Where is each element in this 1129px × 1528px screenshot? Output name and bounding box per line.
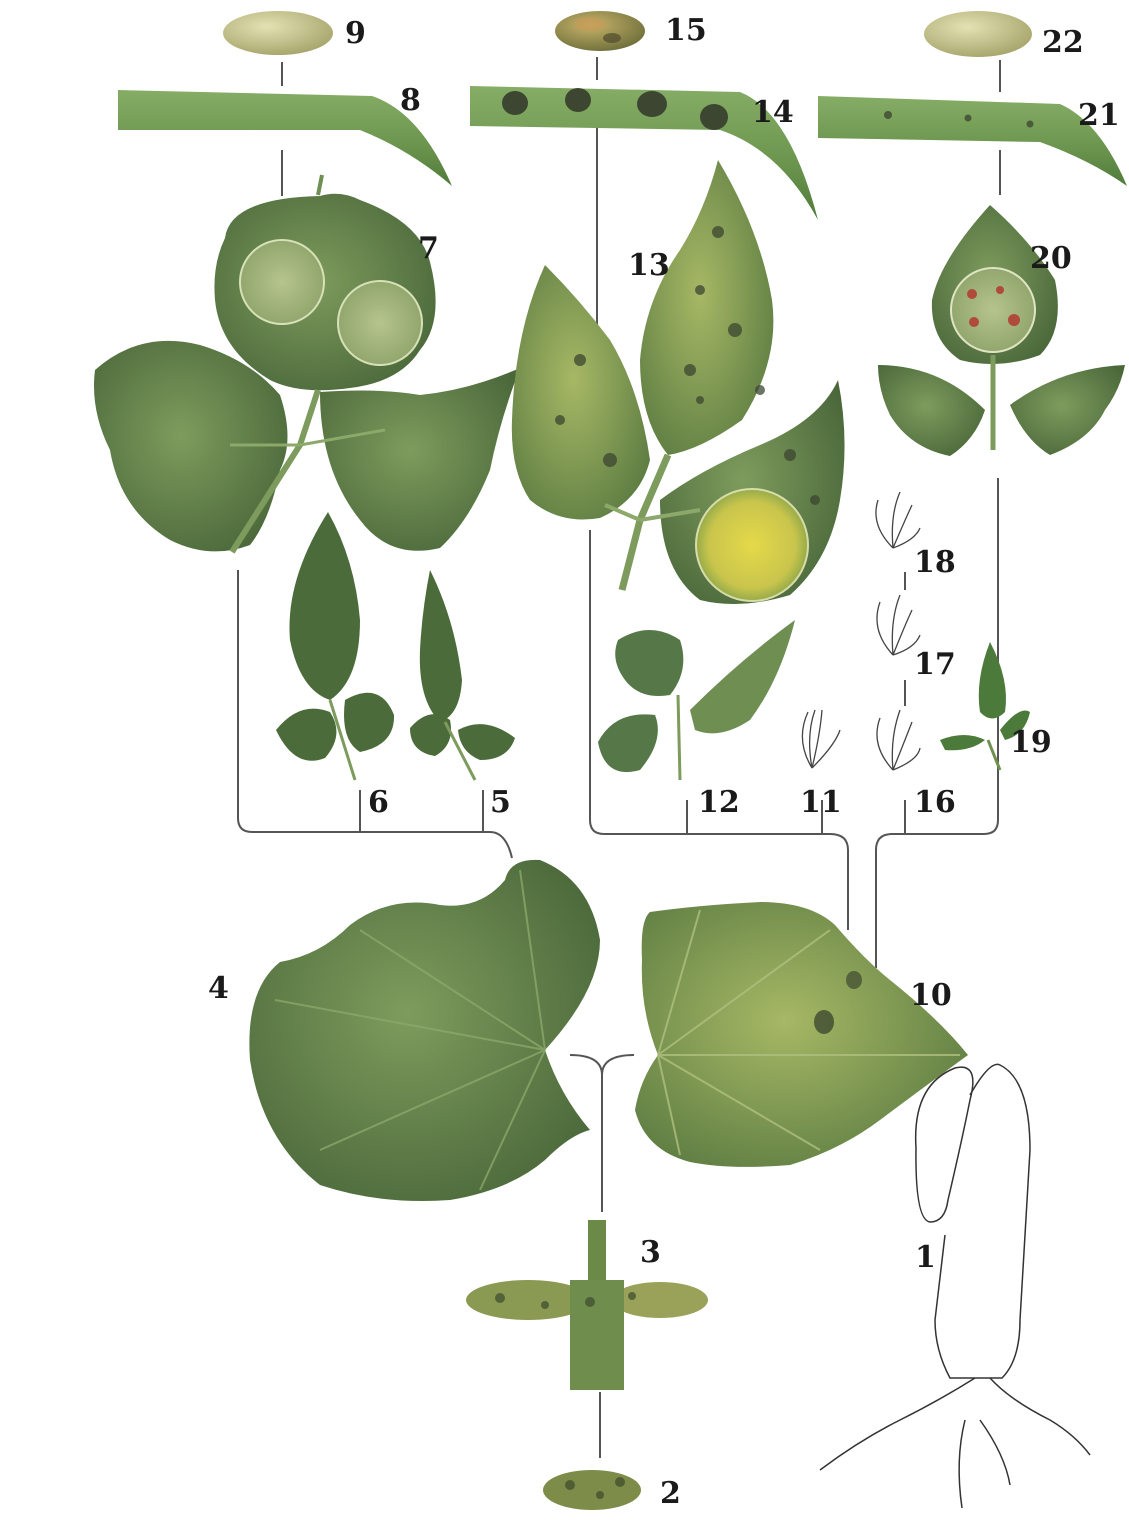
label-21: 21 (1078, 98, 1120, 133)
label-5: 5 (490, 785, 511, 820)
label-3: 3 (640, 1235, 661, 1270)
conidia-sketch-17 (877, 595, 920, 655)
label-22: 22 (1042, 25, 1084, 60)
seedling-with-cotyledons-3 (466, 1220, 708, 1390)
small-trifoliate-5 (410, 570, 515, 780)
label-2: 2 (660, 1476, 681, 1511)
seed-diseased-15 (555, 11, 645, 51)
label-17: 17 (914, 647, 956, 682)
label-19: 19 (1010, 725, 1052, 760)
label-15: 15 (665, 13, 707, 48)
label-16: 16 (914, 785, 956, 820)
seed-healthy-22 (924, 11, 1032, 57)
label-13: 13 (628, 248, 670, 283)
label-6: 6 (368, 785, 389, 820)
trifoliate-leaf-7 (94, 175, 520, 552)
seed-healthy-9 (223, 11, 333, 55)
label-14: 14 (752, 95, 794, 130)
label-12: 12 (698, 785, 740, 820)
seed-diseased-2 (543, 1470, 641, 1510)
conidia-sketch-11 (802, 710, 840, 768)
small-trifoliate-6 (276, 512, 394, 780)
label-11: 11 (800, 785, 842, 820)
conidia-sketch-16 (877, 710, 920, 770)
label-7: 7 (418, 231, 439, 266)
trifoliate-leaf-13 (512, 160, 845, 604)
trifoliate-leaf-20 (878, 205, 1125, 456)
primary-leaf-4 (249, 860, 600, 1201)
primary-leaf-10 (635, 902, 968, 1167)
label-18: 18 (914, 545, 956, 580)
label-1: 1 (915, 1240, 936, 1275)
label-8: 8 (400, 83, 421, 118)
label-9: 9 (345, 16, 366, 51)
label-20: 20 (1030, 241, 1072, 276)
small-trifoliate-12 (598, 620, 795, 780)
label-4: 4 (208, 971, 229, 1006)
label-10: 10 (910, 978, 952, 1013)
conidia-sketch-18 (876, 492, 920, 548)
